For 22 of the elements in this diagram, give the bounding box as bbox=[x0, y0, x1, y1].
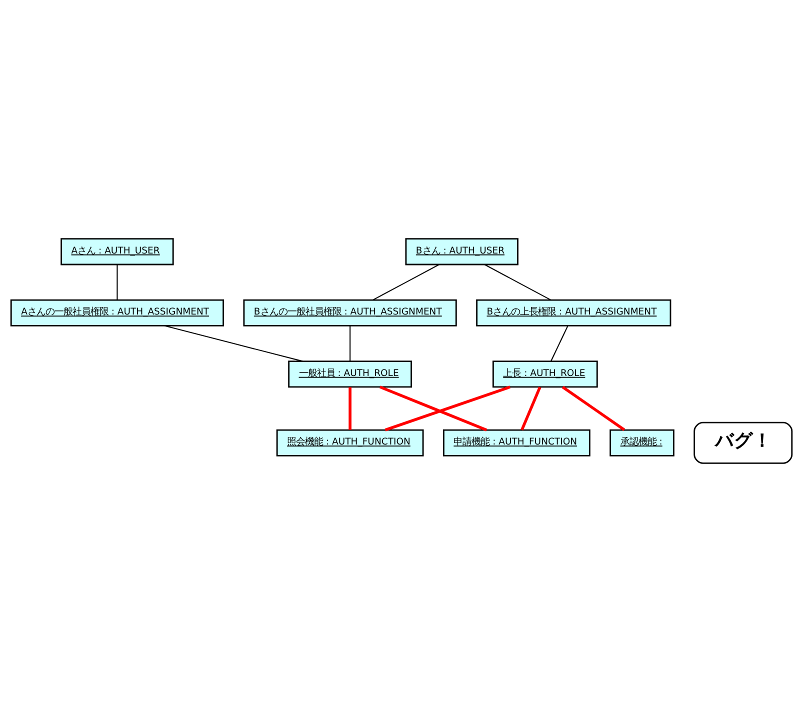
node-box: 照会機能 : AUTH_FUNCTION bbox=[276, 428, 424, 456]
connector bbox=[520, 386, 542, 430]
connector bbox=[164, 324, 304, 362]
connector bbox=[550, 325, 568, 361]
connector bbox=[384, 385, 511, 431]
connector bbox=[116, 264, 118, 300]
node-box: 申請機能 : AUTH_FUNCTION bbox=[442, 428, 590, 456]
node-box: 一般社員 : AUTH_ROLE bbox=[288, 360, 412, 388]
node-box: Bさんの一般社員権限 : AUTH_ASSIGNMENT bbox=[243, 298, 457, 326]
node-box: Bさん : AUTH_USER bbox=[405, 238, 518, 265]
connector bbox=[350, 326, 351, 361]
connector bbox=[380, 385, 488, 431]
connector bbox=[372, 264, 440, 300]
node-box: バグ！ bbox=[694, 421, 793, 464]
node-box: Bさんの上長権限 : AUTH_ASSIGNMENT bbox=[476, 298, 672, 326]
node-box: 上長 : AUTH_ROLE bbox=[492, 360, 598, 388]
connector bbox=[562, 385, 626, 430]
node-box: Aさん : AUTH_USER bbox=[60, 238, 174, 265]
connector bbox=[348, 386, 352, 430]
connector bbox=[484, 264, 552, 300]
node-box: Aさんの一般社員権限 : AUTH_ASSIGNMENT bbox=[10, 298, 224, 326]
node-box: 承認機能 : bbox=[610, 428, 674, 456]
